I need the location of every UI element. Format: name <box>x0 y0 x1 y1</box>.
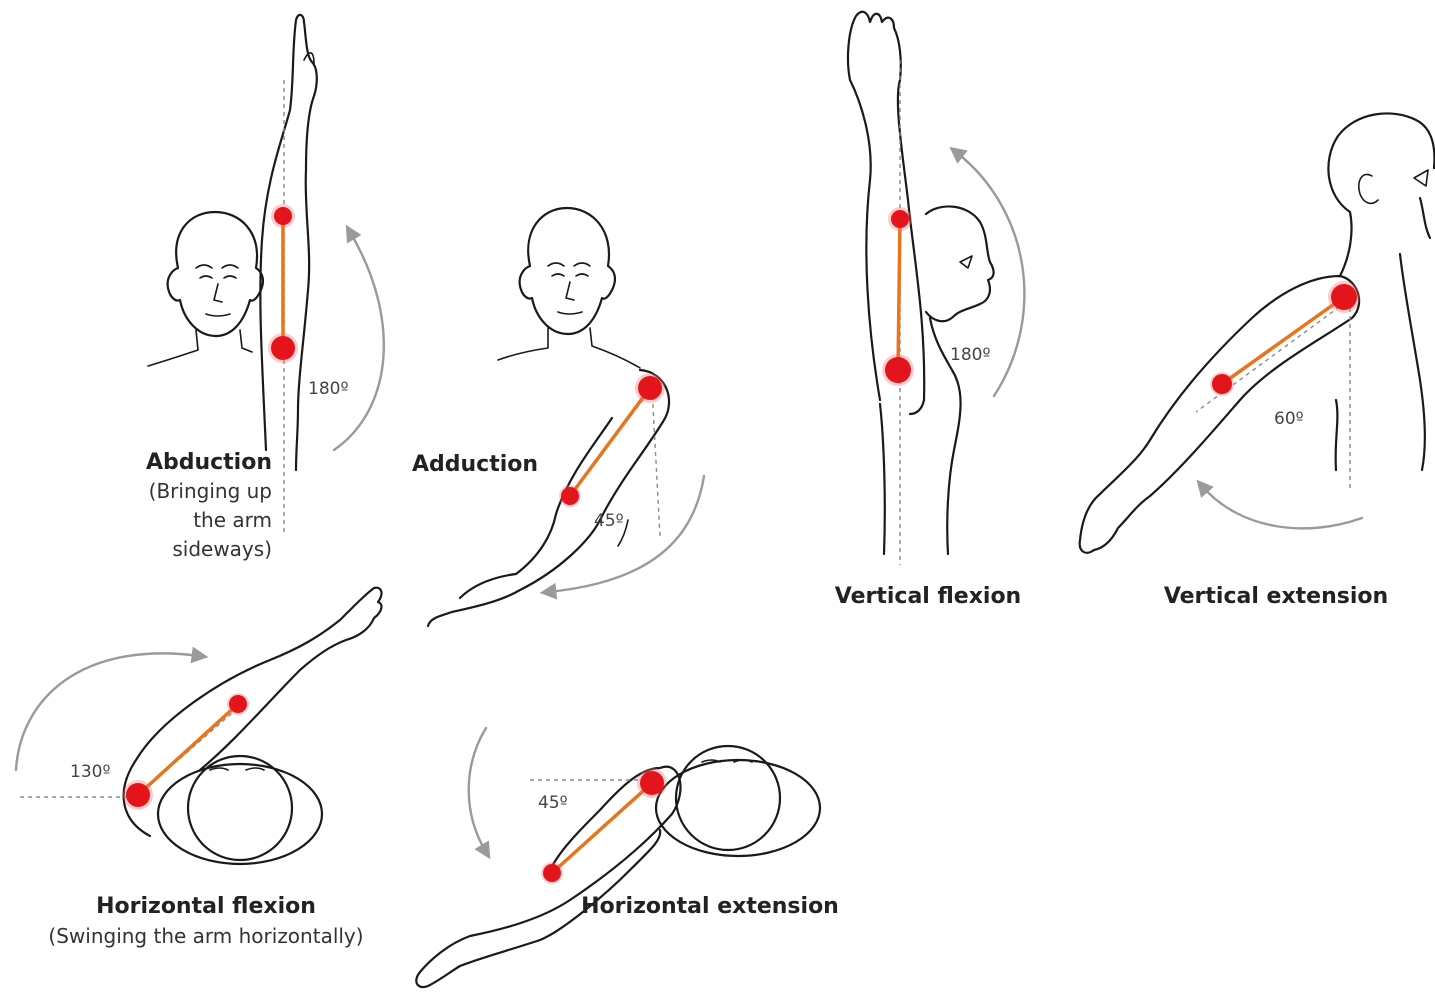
adduction-head <box>520 208 615 334</box>
hext-elbow-joint <box>543 864 561 882</box>
hext-title: Horizontal extension <box>581 894 839 919</box>
hflex-angle: 130º <box>70 762 110 782</box>
abduction-desc-line1: (Bringing up <box>149 479 272 503</box>
abduction-motion-arrow <box>334 232 384 450</box>
abduction-shoulder-joint <box>271 336 295 360</box>
vext-head <box>1328 113 1434 276</box>
vflex-body <box>880 318 961 554</box>
abduction-desc-line2: the arm <box>193 508 272 532</box>
vflex-elbow-joint <box>891 210 909 228</box>
vertical-extension-figure: 60º Vertical extension <box>1080 113 1435 609</box>
vflex-shoulder-joint <box>885 357 911 383</box>
hext-angle: 45º <box>538 793 568 813</box>
vext-title: Vertical extension <box>1164 584 1388 609</box>
abduction-desc-line3: sideways) <box>172 537 272 561</box>
horizontal-flexion-figure: 130º Horizontal flexion (Swinging the ar… <box>16 588 381 948</box>
vflex-title: Vertical flexion <box>835 584 1021 609</box>
abduction-figure: 180º Abduction (Bringing up the arm side… <box>146 15 384 561</box>
vext-elbow-joint <box>1212 374 1232 394</box>
hext-shoulder-joint <box>640 771 664 795</box>
hext-head-top <box>676 746 780 850</box>
hflex-elbow-joint <box>229 695 247 713</box>
vflex-angle: 180º <box>950 345 990 365</box>
vext-angle: 60º <box>1274 409 1304 429</box>
hflex-title: Horizontal flexion <box>96 894 316 919</box>
hflex-head-top <box>188 756 292 860</box>
hflex-shoulder-joint <box>126 783 150 807</box>
vertical-flexion-figure: 180º Vertical flexion <box>835 12 1025 609</box>
adduction-elbow-joint <box>561 487 579 505</box>
hext-motion-arrow <box>469 728 486 852</box>
adduction-angle: 45º <box>594 511 624 531</box>
adduction-figure: 45º Adduction <box>412 208 704 626</box>
adduction-shoulder-joint <box>638 376 662 400</box>
abduction-arm <box>260 15 316 470</box>
horizontal-extension-figure: 45º Horizontal extension <box>416 728 839 987</box>
abduction-elbow-joint <box>274 207 292 225</box>
vext-shoulder-joint <box>1331 284 1357 310</box>
hflex-motion-arrow <box>16 653 200 770</box>
vflex-arm <box>848 12 924 414</box>
hflex-shoulders-oval <box>158 764 322 864</box>
vflex-head <box>926 206 994 321</box>
abduction-angle: 180º <box>308 379 348 399</box>
hflex-desc: (Swinging the arm horizontally) <box>48 924 363 948</box>
abduction-head <box>168 212 263 336</box>
vext-motion-arrow <box>1202 486 1362 528</box>
abduction-title: Abduction <box>146 450 272 475</box>
adduction-title: Adduction <box>412 452 538 477</box>
